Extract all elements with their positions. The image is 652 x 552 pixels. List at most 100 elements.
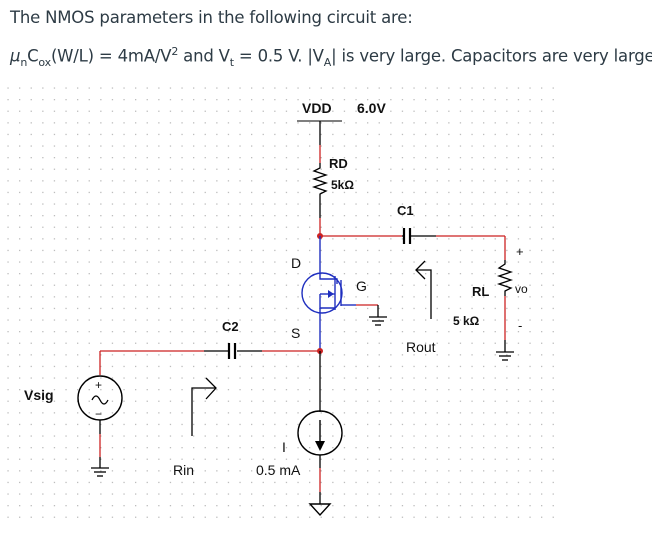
grid-dot xyxy=(309,400,311,402)
grid-dot xyxy=(181,133,183,136)
grid-dot xyxy=(77,122,79,124)
grid-dot xyxy=(42,423,44,426)
grid-dot xyxy=(552,423,554,426)
grid-dot xyxy=(100,493,102,495)
grid-dot xyxy=(425,226,427,228)
grid-dot xyxy=(355,354,357,356)
grid-dot xyxy=(7,261,9,263)
grid-dot xyxy=(448,133,450,136)
grid-dot xyxy=(448,203,450,205)
grid-dot xyxy=(343,423,346,426)
grid-dot xyxy=(320,261,322,263)
grid-dot xyxy=(401,493,404,495)
grid-dot xyxy=(42,342,44,344)
grid-dot xyxy=(181,296,183,298)
grid-dot xyxy=(483,215,485,217)
grid-dot xyxy=(19,261,21,263)
grid-dot xyxy=(146,458,148,460)
grid-dot xyxy=(401,99,404,101)
grid-dot xyxy=(367,203,369,205)
grid-dot xyxy=(111,319,114,321)
grid-dot xyxy=(88,447,90,449)
grid-dot xyxy=(494,307,496,310)
grid-dot xyxy=(459,342,462,344)
grid-dot xyxy=(181,145,183,147)
grid-dot xyxy=(494,493,496,495)
grid-dot xyxy=(459,238,462,240)
grid-dot xyxy=(169,215,172,217)
grid-dot xyxy=(88,307,90,310)
grid-dot xyxy=(239,122,241,124)
grid-dot xyxy=(425,342,427,344)
grid-dot xyxy=(459,261,462,263)
grid-dot xyxy=(262,505,264,507)
grid-dot xyxy=(111,110,114,112)
grid-dot xyxy=(332,168,334,170)
grid-dot xyxy=(227,133,230,136)
grid-dot xyxy=(227,273,230,275)
mu-subscript: n xyxy=(20,55,28,69)
grid-dot xyxy=(378,273,380,275)
grid-dot xyxy=(378,342,380,344)
grid-dot xyxy=(30,180,32,182)
grid-dot xyxy=(459,423,462,426)
grid-dot xyxy=(53,423,56,426)
grid-dot xyxy=(65,307,67,310)
grid-dot xyxy=(146,110,148,112)
grid-dot xyxy=(448,505,450,507)
grid-dot xyxy=(53,400,56,402)
grid-dot xyxy=(123,157,125,159)
grid-dot xyxy=(529,249,531,252)
grid-dot xyxy=(297,226,299,228)
grid-dot xyxy=(297,423,299,426)
grid-dot xyxy=(169,145,172,147)
grid-dot xyxy=(100,307,102,310)
grid-dot xyxy=(425,261,427,263)
grid-dot xyxy=(227,307,230,310)
grid-dot xyxy=(169,99,172,101)
grid-dot xyxy=(216,215,218,217)
grid-dot xyxy=(42,516,44,518)
grid-dot xyxy=(30,110,32,112)
grid-dot xyxy=(204,365,206,368)
grid-dot xyxy=(123,354,125,356)
grid-dot xyxy=(88,261,90,263)
grid-dot xyxy=(320,516,322,518)
grid-dot xyxy=(135,423,137,426)
grid-dot xyxy=(494,122,496,124)
grid-dot xyxy=(343,145,346,147)
grid-dot xyxy=(100,331,102,333)
grid-dot xyxy=(181,110,183,112)
grid-dot xyxy=(111,87,114,89)
grid-dot xyxy=(42,87,44,89)
grid-dot xyxy=(19,481,21,484)
grid-dot xyxy=(135,133,137,136)
grid-dot xyxy=(53,435,56,437)
grid-dot xyxy=(494,168,496,170)
rd-label: RD xyxy=(329,156,348,171)
grid-dot xyxy=(309,342,311,344)
grid-dot xyxy=(378,354,380,356)
grid-dot xyxy=(193,435,195,437)
grid-dot xyxy=(100,435,102,437)
grid-dot xyxy=(309,481,311,484)
grid-dot xyxy=(506,319,508,321)
grid-dot xyxy=(274,400,276,402)
grid-dot xyxy=(459,389,462,391)
grid-dot xyxy=(448,168,450,170)
grid-dot xyxy=(158,365,160,368)
grid-dot xyxy=(193,261,195,263)
grid-dot xyxy=(297,377,299,379)
grid-dot xyxy=(483,168,485,170)
grid-dot xyxy=(367,319,369,321)
rin-arrow-icon xyxy=(191,387,216,436)
grid-dot xyxy=(309,447,311,449)
grid-dot xyxy=(135,273,137,275)
grid-dot xyxy=(65,435,67,437)
grid-dot xyxy=(529,226,531,228)
grid-dot xyxy=(471,470,473,472)
grid-dot xyxy=(100,157,102,159)
grid-dot xyxy=(204,284,206,286)
grid-dot xyxy=(459,354,462,356)
grid-dot xyxy=(7,99,9,101)
